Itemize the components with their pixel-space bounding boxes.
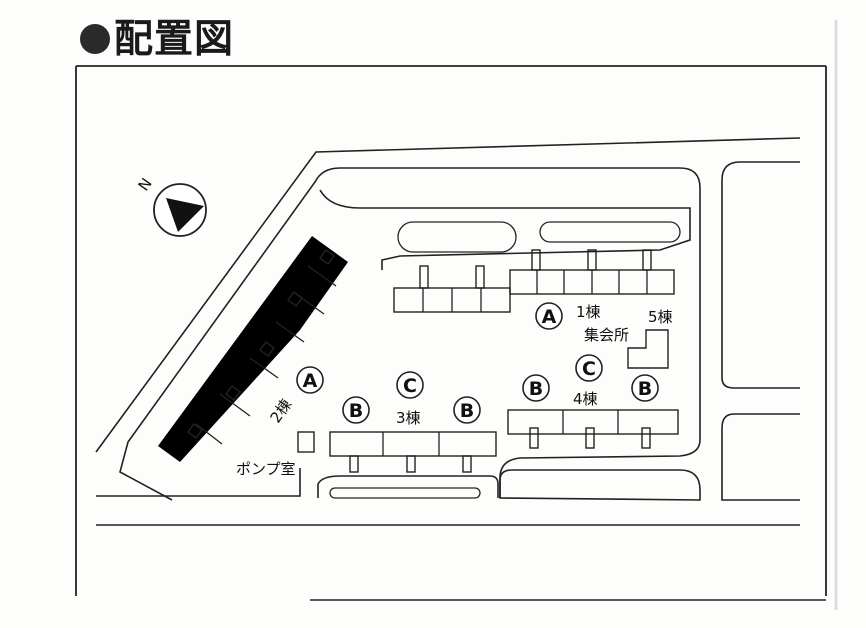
type-marker-b3-left: B	[342, 396, 370, 424]
svg-text:B: B	[349, 400, 363, 422]
svg-text:C: C	[403, 375, 417, 397]
type-marker-b4-center: C	[575, 354, 603, 382]
north-arrow-icon	[166, 198, 204, 232]
title-bullet-icon	[80, 24, 110, 54]
building-4-label: 4棟	[573, 390, 598, 408]
building-4	[507, 409, 679, 449]
parking-island-1	[397, 221, 517, 253]
type-marker-b1: A	[535, 302, 563, 330]
pump-room-label: ポンプ室	[236, 460, 296, 478]
building-5-label: 5棟	[648, 308, 673, 326]
svg-text:A: A	[542, 306, 557, 328]
building-1	[393, 249, 675, 313]
type-marker-b4-right: B	[631, 374, 659, 402]
road-right-east-lower	[721, 413, 800, 501]
compass-label: N	[135, 175, 156, 195]
type-marker-b3-right: B	[453, 396, 481, 424]
svg-text:A: A	[303, 370, 318, 392]
building-3	[329, 431, 497, 473]
road-bottom-right	[499, 469, 701, 501]
type-marker-b3-center: C	[396, 371, 424, 399]
road-site-boundary	[119, 167, 701, 501]
svg-text:B: B	[638, 378, 652, 400]
building-2	[158, 236, 348, 462]
roads	[95, 137, 801, 526]
type-marker-b2: A	[296, 366, 324, 394]
type-marker-b4-left: B	[522, 374, 550, 402]
svg-text:C: C	[582, 358, 596, 380]
compass: N	[135, 175, 207, 237]
pump-room-building	[297, 431, 315, 453]
map-frame	[75, 20, 838, 610]
parking-strip-bottom	[329, 487, 481, 499]
building-5	[627, 329, 669, 369]
road-outer-boundary	[95, 137, 801, 453]
svg-text:B: B	[460, 400, 474, 422]
road-inner-loop	[319, 189, 691, 270]
meeting-hall-label: 集会所	[584, 326, 629, 344]
page-title: 配置図	[114, 17, 235, 62]
building-3-label: 3棟	[396, 409, 421, 427]
road-right-east-upper	[721, 161, 800, 389]
building-1-label: 1棟	[576, 303, 601, 321]
svg-text:B: B	[529, 378, 543, 400]
building-2-label: 2棟	[267, 396, 296, 426]
road-bottom-mid	[317, 475, 499, 498]
parking-island-2	[539, 221, 681, 243]
